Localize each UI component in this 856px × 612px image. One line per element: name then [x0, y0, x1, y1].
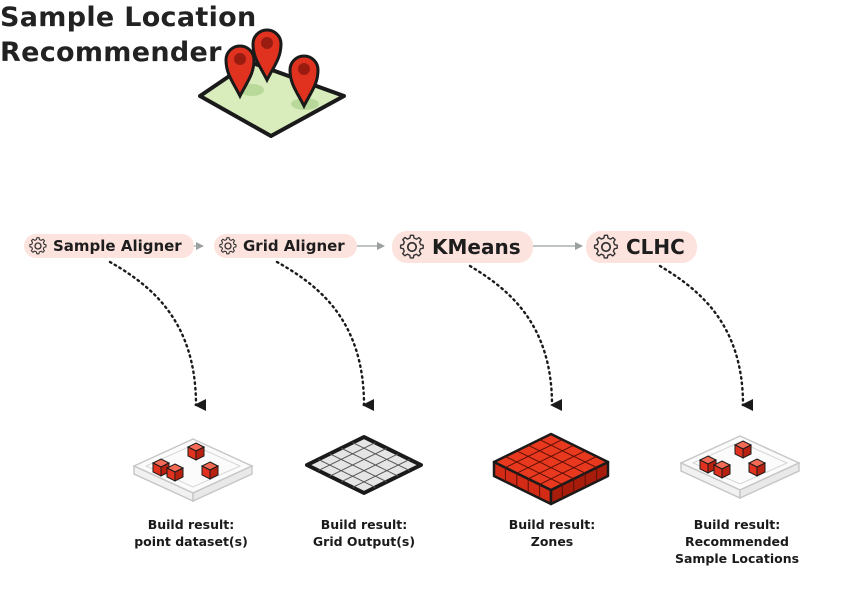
gear-icon: [29, 237, 47, 255]
dotted-connector-3: [468, 264, 563, 411]
title-line-1: Sample Location: [0, 2, 257, 33]
recommended-samples-illustration: [680, 435, 800, 499]
result-caption-4: Build result: Recommended Sample Locatio…: [652, 516, 822, 567]
title-line-2: Recommender: [0, 37, 222, 68]
caption-line: Build result:: [320, 517, 408, 532]
step-kmeans[interactable]: KMeans: [392, 231, 533, 263]
step-label: Grid Aligner: [243, 237, 345, 255]
grid-output-illustration: [305, 435, 423, 495]
caption-line: Build result:: [508, 517, 596, 532]
zones-illustration: [492, 432, 610, 506]
caption-line: Build result:: [693, 517, 781, 532]
caption-line: Build result:: [147, 517, 235, 532]
gear-icon: [593, 234, 618, 259]
dotted-connector-2: [275, 260, 375, 411]
result-caption-2: Build result: Grid Output(s): [279, 516, 449, 550]
point-dataset-illustration: [133, 438, 253, 502]
caption-line: Zones: [530, 534, 574, 549]
step-grid-aligner[interactable]: Grid Aligner: [214, 234, 357, 258]
step-label: CLHC: [626, 235, 685, 259]
step-sample-aligner[interactable]: Sample Aligner: [24, 234, 194, 258]
caption-line: point dataset(s): [134, 534, 248, 549]
step-label: Sample Aligner: [53, 237, 182, 255]
step-clhc[interactable]: CLHC: [586, 231, 697, 263]
caption-line: Recommended: [685, 534, 789, 549]
caption-line: Grid Output(s): [312, 534, 416, 549]
gear-icon: [399, 234, 424, 259]
map-pins-icon: [198, 28, 346, 138]
caption-line: Sample Locations: [674, 551, 800, 566]
result-caption-1: Build result: point dataset(s): [106, 516, 276, 550]
step-label: KMeans: [432, 235, 521, 259]
page-title: Sample Location Recommender: [0, 0, 856, 70]
dotted-connector-4: [658, 264, 754, 411]
dotted-connector-1: [108, 260, 207, 411]
gear-icon: [219, 237, 237, 255]
result-caption-3: Build result: Zones: [467, 516, 637, 550]
